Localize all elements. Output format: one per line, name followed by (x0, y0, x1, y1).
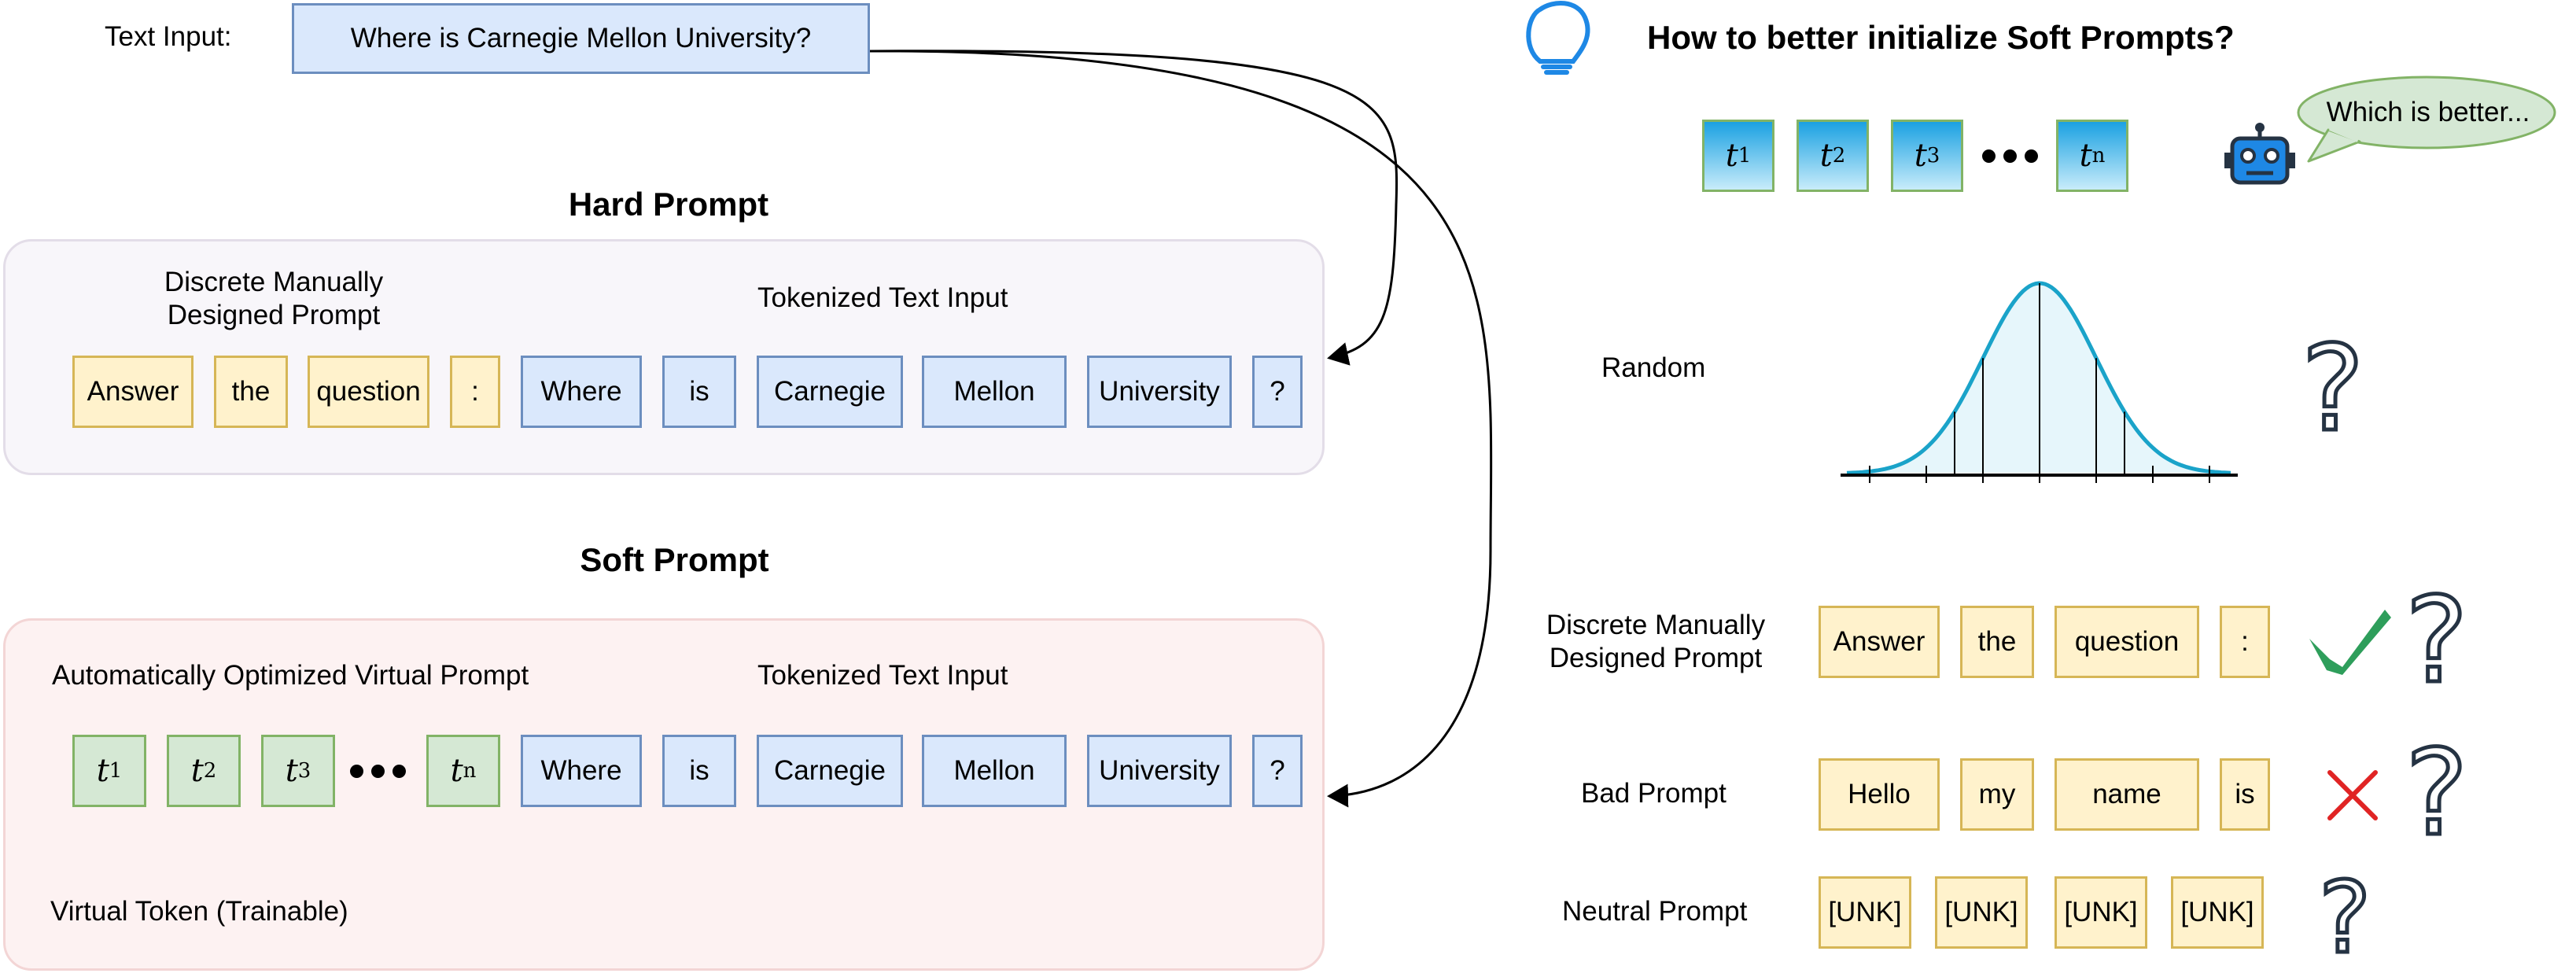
right-ellipsis (1982, 149, 2038, 163)
neutral-token-2: [UNK] (1935, 876, 2028, 949)
soft-token-mellon: Mellon (922, 735, 1067, 807)
hard-token-university: University (1087, 356, 1232, 428)
bad-token-hello: Hello (1819, 758, 1940, 831)
soft-token-university: University (1087, 735, 1232, 807)
virtual-token-note: Virtual Token (Trainable) (50, 896, 348, 927)
hard-prompt-label: Discrete Manually Designed Prompt (164, 267, 384, 330)
soft-tokenized-label: Tokenized Text Input (757, 660, 1008, 691)
right-title: How to better initialize Soft Prompts? (1647, 19, 2235, 56)
bad-token-my: my (1960, 758, 2034, 831)
question-icon: ? (2404, 725, 2471, 862)
hard-token-colon: : (450, 356, 500, 428)
speech-bubble (2297, 76, 2556, 163)
robot-icon (2224, 123, 2295, 185)
neutral-token-1: [UNK] (1819, 876, 1911, 949)
arrow-to-soft-prompt (869, 50, 1493, 808)
row-label-neutral: Neutral Prompt (1562, 896, 1748, 927)
hard-tokenized-label: Tokenized Text Input (757, 282, 1008, 313)
hard-token-mellon: Mellon (922, 356, 1067, 428)
hard-prompt-title: Hard Prompt (568, 186, 769, 223)
soft-prompt-label: Automatically Optimized Virtual Prompt (52, 660, 529, 691)
discrete-token-colon: : (2220, 606, 2270, 678)
lightbulb-icon (1526, 0, 1590, 75)
bad-token-is: is (2220, 758, 2270, 831)
hard-token-where: Where (521, 356, 642, 428)
discrete-token-answer: Answer (1819, 606, 1940, 678)
soft-prompt-title: Soft Prompt (580, 541, 769, 578)
soft-token-carnegie: Carnegie (757, 735, 903, 807)
soft-token-is: is (662, 735, 736, 807)
neutral-token-3: [UNK] (2055, 876, 2147, 949)
question-icon: ? (2300, 321, 2367, 458)
hard-token-the: the (214, 356, 288, 428)
soft-ellipsis (350, 765, 406, 778)
soft-token-question-mark: ? (1252, 735, 1303, 807)
discrete-token-the: the (1960, 606, 2034, 678)
arrow-to-hard-prompt (869, 50, 1399, 366)
check-icon (2309, 610, 2391, 675)
bad-token-name: name (2055, 758, 2199, 831)
neutral-token-4: [UNK] (2171, 876, 2264, 949)
hard-token-answer: Answer (72, 356, 193, 428)
row-label-bad: Bad Prompt (1581, 778, 1727, 809)
text-input-box: Where is Carnegie Mellon University? (292, 3, 870, 74)
hard-token-carnegie: Carnegie (757, 356, 903, 428)
normal-distribution-chart (1841, 281, 2238, 483)
text-input-value: Where is Carnegie Mellon University? (350, 23, 812, 53)
text-input-label: Text Input: (105, 21, 232, 52)
question-icon: ? (2316, 861, 2372, 975)
speech-text: Which is better... (2326, 97, 2530, 127)
discrete-token-question: question (2055, 606, 2199, 678)
cross-icon (2327, 770, 2378, 820)
soft-token-where: Where (521, 735, 642, 807)
row-label-random: Random (1601, 352, 1706, 383)
question-icon: ? (2404, 573, 2471, 710)
hard-token-question-mark: ? (1252, 356, 1303, 428)
hard-token-is: is (662, 356, 736, 428)
hard-token-question: question (308, 356, 429, 428)
row-label-discrete: Discrete Manually Designed Prompt (1546, 610, 1766, 673)
